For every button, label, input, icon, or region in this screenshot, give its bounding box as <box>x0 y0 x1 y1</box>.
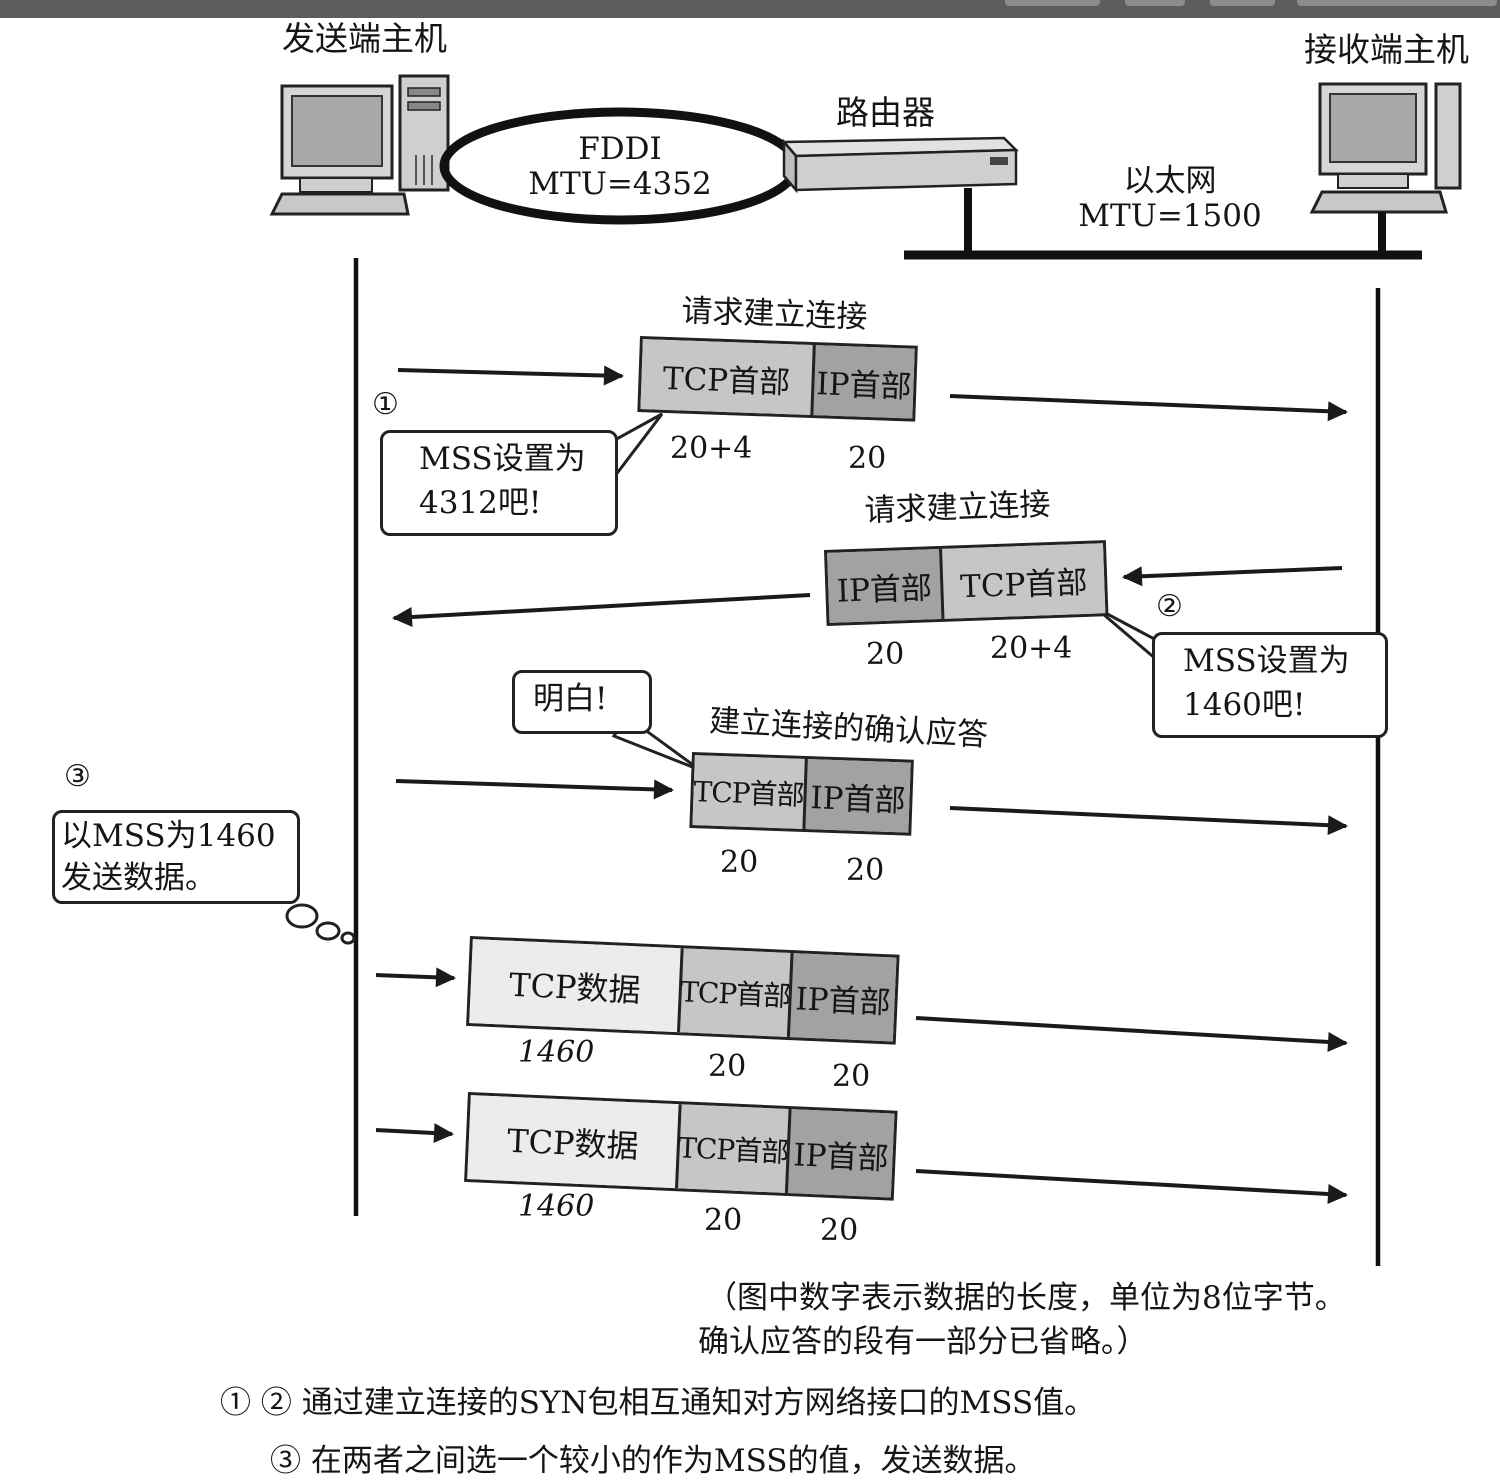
packet-2-ip-header: IP首部 <box>827 548 942 623</box>
packet-1: TCP首部 IP首部 <box>637 336 918 422</box>
packet-5: TCP数据 TCP首部 IP首部 <box>464 1092 898 1201</box>
tab-shape <box>1297 0 1497 6</box>
step-3-marker: ③ <box>64 759 91 794</box>
ok-bubble: 明白! <box>512 670 652 734</box>
fddi-mtu: MTU=4352 <box>528 166 712 202</box>
packet-4-tcp-header: TCP首部 <box>677 948 791 1037</box>
caption-line-2: ③ 在两者之间选一个较小的作为MSS的值，发送数据。 <box>270 1443 1036 1479</box>
receiver-host-title: 接收端主机 <box>1304 30 1469 69</box>
bubble-line: 明白! <box>533 681 608 717</box>
ethernet-label: 以太网 MTU=1500 <box>1070 164 1270 234</box>
fddi-label: FDDI MTU=4352 <box>520 132 720 202</box>
packet-5-tcp-size: 20 <box>704 1203 743 1238</box>
packet-3: TCP首部 IP首部 <box>689 752 914 836</box>
sender-host-title: 发送端主机 <box>282 19 447 58</box>
bubble-line: MSS设置为 <box>1183 643 1350 679</box>
sender-computer-icon <box>269 74 450 216</box>
packet-5-data-size: 1460 <box>518 1189 595 1224</box>
step-1-marker: ① <box>372 387 399 422</box>
arrow-1-out <box>949 394 1348 422</box>
step-2-marker: ② <box>1156 589 1183 624</box>
packet-4-ip-header: IP首部 <box>786 952 897 1042</box>
packet-5-tcp-data: TCP数据 <box>467 1095 679 1189</box>
arrow-4-in <box>375 967 456 988</box>
fddi-name: FDDI <box>578 131 662 167</box>
packet-4-tcp-data: TCP数据 <box>469 939 681 1033</box>
mss-4312-bubble: MSS设置为 4312吧! <box>380 430 618 536</box>
bubble-line: 以MSS为1460 <box>61 818 276 854</box>
packet-3-tcp-size: 20 <box>720 845 759 880</box>
callout-pointers <box>601 412 1167 772</box>
packet-2-ip-size: 20 <box>866 637 905 672</box>
ethernet-mtu: MTU=1500 <box>1078 198 1262 234</box>
flow-arrows <box>375 365 1348 1204</box>
packet-4: TCP数据 TCP首部 IP首部 <box>466 936 900 1045</box>
arrow-5-out <box>915 1169 1348 1204</box>
packet-3-ip-size: 20 <box>846 853 885 888</box>
packet-2: IP首部 TCP首部 <box>824 540 1109 626</box>
thought-dots <box>285 903 356 945</box>
arrow-5-in <box>375 1123 454 1144</box>
packet-1-ip-header: IP首部 <box>810 345 915 419</box>
bubble-line: 4312吧! <box>419 485 542 521</box>
arrow-2-out <box>392 593 811 627</box>
packet-2-label: 请求建立连接 <box>863 486 1052 529</box>
tab-shape <box>1125 0 1185 6</box>
packet-5-ip-size: 20 <box>820 1213 859 1248</box>
packet-4-tcp-size: 20 <box>708 1049 747 1084</box>
bubble-line: 发送数据。 <box>61 860 216 896</box>
arrow-2-in <box>1122 566 1343 587</box>
arrow-3-in <box>395 779 674 800</box>
packet-1-label: 请求建立连接 <box>680 293 868 336</box>
note-line: 确认应答的段有一部分已省略。） <box>698 1324 1148 1360</box>
window-top-bar <box>0 0 1500 18</box>
arrow-3-out <box>949 806 1348 836</box>
arrow-4-out <box>915 1016 1348 1052</box>
packet-2-tcp-header: TCP首部 <box>939 543 1106 619</box>
tab-shape <box>1005 0 1100 6</box>
packet-3-tcp-header: TCP首部 <box>692 755 805 829</box>
router-icon <box>781 136 1019 194</box>
packet-1-ip-size: 20 <box>848 441 887 476</box>
packet-3-ip-header: IP首部 <box>802 758 911 833</box>
ethernet-name: 以太网 <box>1123 163 1217 199</box>
packet-1-tcp-size: 20+4 <box>670 431 753 466</box>
note-line: （图中数字表示数据的长度，单位为8位字节。 <box>706 1280 1346 1316</box>
router-title: 路由器 <box>836 93 935 132</box>
packet-2-tcp-size: 20+4 <box>990 631 1073 666</box>
packet-5-tcp-header: TCP首部 <box>675 1104 789 1193</box>
tab-shape <box>1210 0 1275 6</box>
send-mss-bubble: 以MSS为1460 发送数据。 <box>52 810 300 904</box>
packet-1-tcp-header: TCP首部 <box>640 339 813 415</box>
length-note: （图中数字表示数据的长度，单位为8位字节。 确认应答的段有一部分已省略。） <box>698 1276 1346 1364</box>
mss-1460-bubble: MSS设置为 1460吧! <box>1152 632 1388 738</box>
packet-4-ip-size: 20 <box>832 1059 871 1094</box>
bubble-line: MSS设置为 <box>419 441 586 477</box>
caption-line-1: ① ② 通过建立连接的SYN包相互通知对方网络接口的MSS值。 <box>220 1385 1096 1421</box>
bubble-line: 1460吧! <box>1183 687 1306 723</box>
packet-5-ip-header: IP首部 <box>784 1108 895 1198</box>
arrow-1-in <box>397 365 624 386</box>
packet-4-data-size: 1460 <box>518 1035 595 1070</box>
receiver-computer-icon <box>1309 82 1462 214</box>
